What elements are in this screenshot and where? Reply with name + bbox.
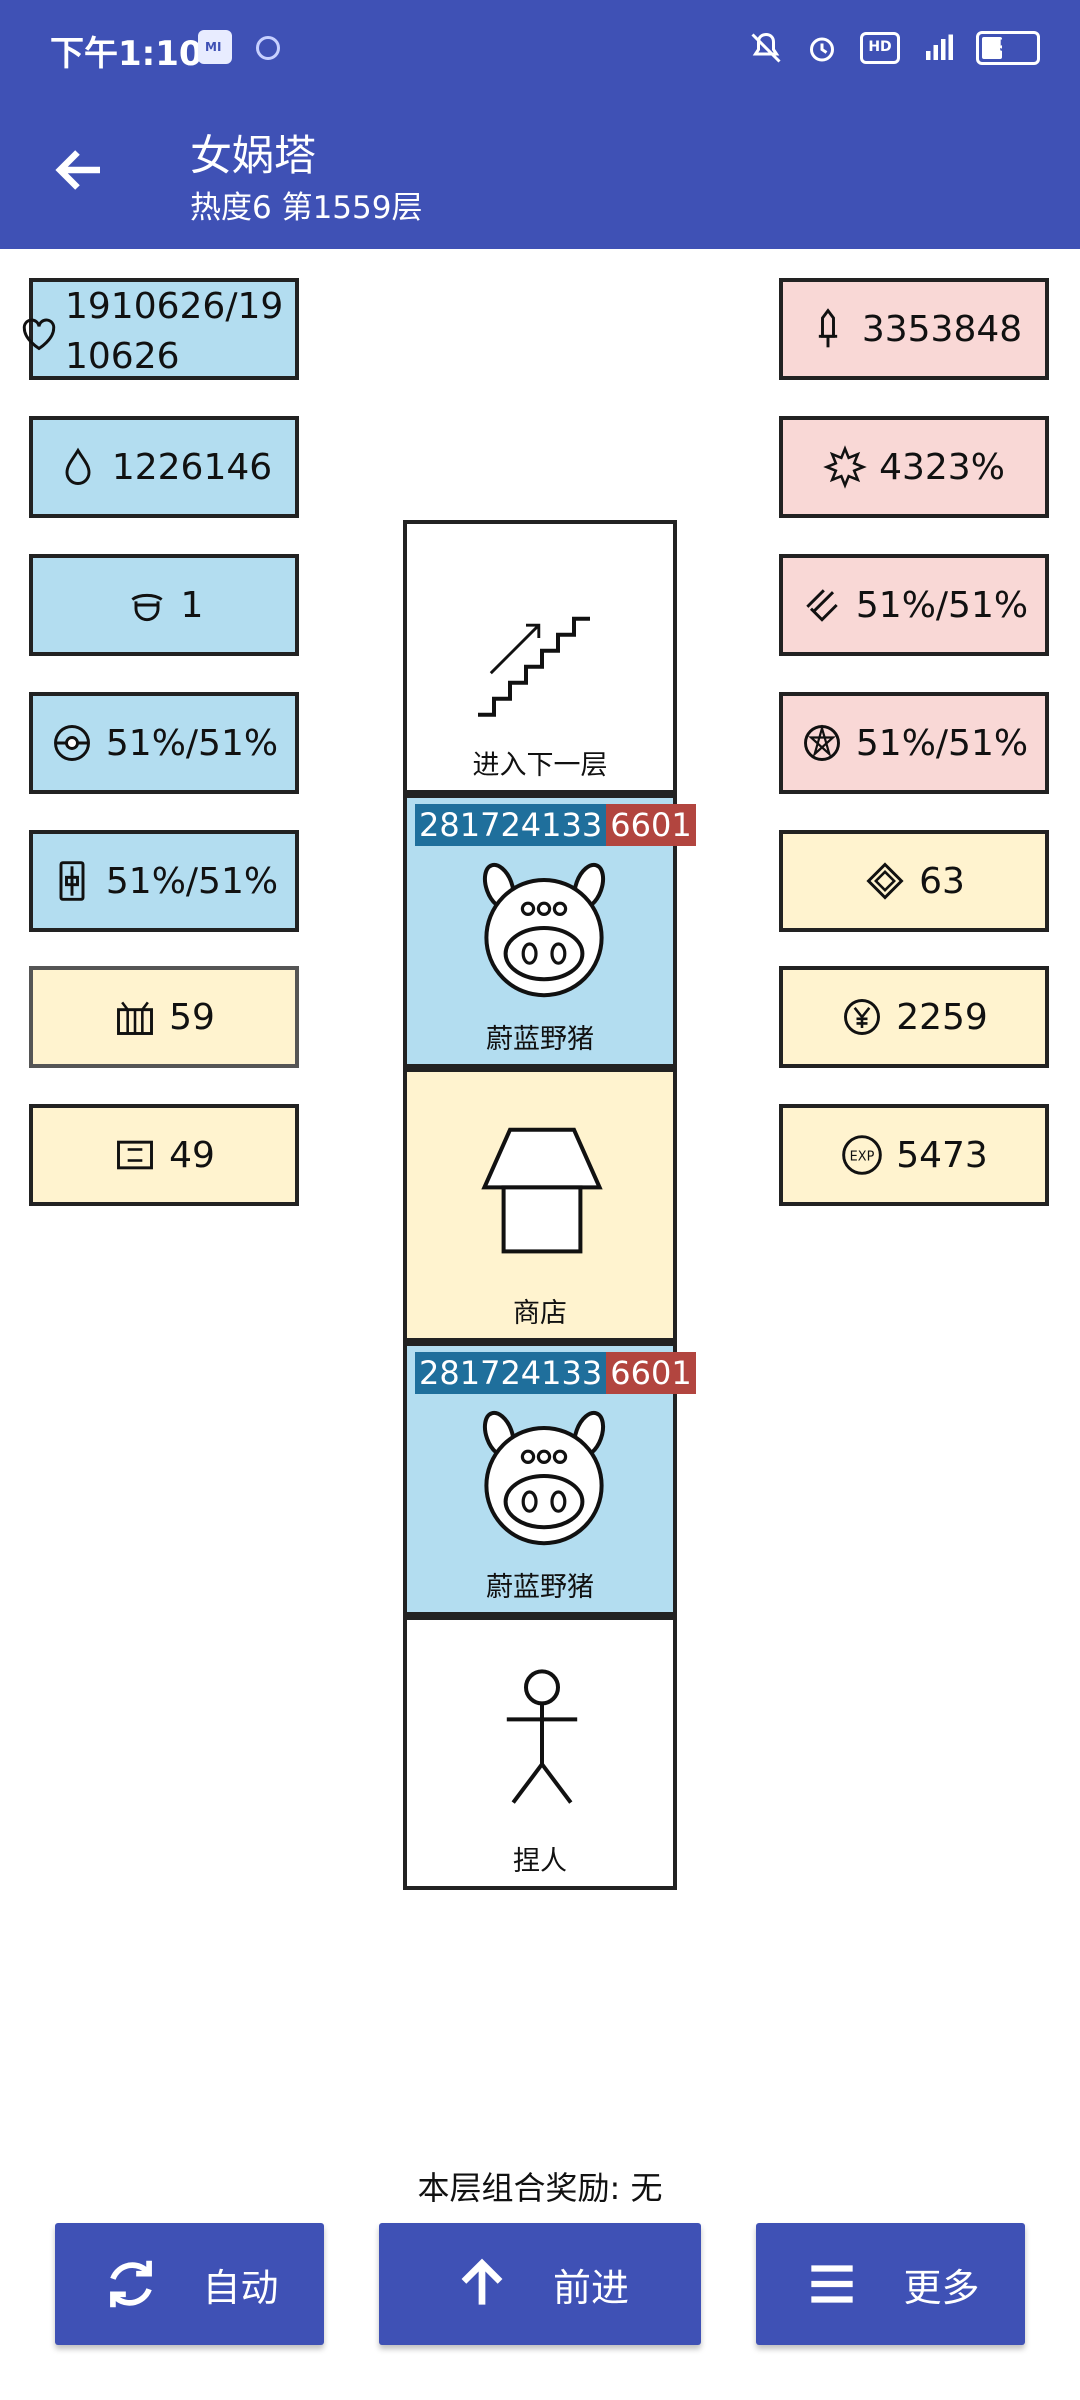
monster-cell[interactable]: 281724133 6601 蔚蓝野猪 [403, 1342, 696, 1616]
monster-hp-bar: 281724133 6601 [415, 1352, 696, 1394]
star-stat[interactable]: 51%/51% [779, 692, 1049, 794]
monster-cell[interactable]: 281724133 6601 蔚蓝野猪 [403, 794, 696, 1068]
hat-stat[interactable]: 1 [29, 554, 299, 656]
book-stat[interactable]: 49 [29, 1104, 299, 1206]
cell-label: 进入下一层 [472, 750, 608, 781]
hat-icon [131, 593, 163, 622]
stairs-cell[interactable]: 进入下一层 [403, 520, 677, 794]
orb-value: 51%/51% [105, 722, 279, 764]
slash-value: 51%/51% [855, 584, 1029, 626]
book-value: 49 [169, 1134, 215, 1176]
refresh-icon [110, 2260, 153, 2308]
heart-icon [22, 318, 56, 351]
player-cell[interactable]: 捏人 [403, 1616, 677, 1890]
combo-reward-text: 本层组合奖励: 无 [417, 2169, 663, 2207]
alarm-icon [810, 37, 834, 62]
cell-label: 捏人 [513, 1846, 567, 1877]
exp-stat[interactable]: EXP 5473 [779, 1104, 1049, 1206]
back-arrow-icon[interactable] [50, 140, 110, 200]
slash-stat[interactable]: 51%/51% [779, 554, 1049, 656]
hat-value: 1 [180, 584, 204, 626]
app-bar: 下午1:10 MI HD 5 女娲塔 热度6 第1559层 [0, 0, 1080, 249]
forward-button[interactable]: 前进 [379, 2223, 701, 2345]
sync-icon [256, 36, 280, 60]
gift-stat[interactable]: 59 [29, 966, 299, 1068]
monster-bar-right: 6601 [606, 1352, 696, 1394]
arrow-up-icon [461, 2258, 503, 2305]
monster-bar-left: 281724133 [415, 804, 607, 846]
mute-bell-icon [751, 32, 781, 63]
gift-value: 59 [169, 996, 215, 1038]
exp-icon: EXP [842, 1135, 882, 1175]
device-stat[interactable]: 51%/51% [29, 830, 299, 932]
hp-value: 1910626/1910626 [65, 286, 284, 377]
diamond-value: 63 [919, 860, 965, 902]
sword-icon [818, 308, 837, 348]
mana-value: 1226146 [111, 446, 273, 488]
diamond-icon [866, 862, 904, 900]
page-title: 女娲塔 [190, 131, 317, 180]
exp-value: 5473 [896, 1134, 988, 1176]
auto-button[interactable]: 自动 [55, 2223, 324, 2345]
cell-label: 蔚蓝野猪 [486, 1024, 594, 1055]
monster-bar-right: 6601 [606, 804, 696, 846]
yen-coin-icon [844, 999, 881, 1035]
monster-bar-left: 281724133 [415, 1352, 607, 1394]
yen-value: 2259 [896, 996, 988, 1038]
boar-icon [482, 1410, 606, 1546]
forward-label: 前进 [552, 2265, 629, 2310]
hd-icon: HD [860, 32, 900, 64]
cell-label: 蔚蓝野猪 [486, 1572, 594, 1603]
more-label: 更多 [903, 2265, 980, 2310]
battery-icon: 5 [976, 31, 1040, 65]
page-subtitle: 热度6 第1559层 [190, 190, 423, 226]
svg-text:EXP: EXP [850, 1150, 875, 1165]
cell-label: 商店 [513, 1298, 567, 1329]
device-value: 51%/51% [105, 860, 279, 902]
yen-stat[interactable]: 2259 [779, 966, 1049, 1068]
shop-cell[interactable]: 商店 [403, 1068, 677, 1342]
house-icon [481, 1127, 603, 1254]
pentagram-icon [803, 724, 840, 761]
burst-value: 4323% [879, 446, 1005, 488]
stick-figure-icon [506, 1669, 578, 1804]
stairs-icon [478, 616, 590, 717]
status-time: 下午1:10 [50, 34, 203, 74]
burst-star-icon [823, 445, 867, 489]
burst-stat[interactable]: 4323% [779, 416, 1049, 518]
mana-stat[interactable]: 1226146 [29, 416, 299, 518]
gift-box-icon [117, 1001, 154, 1035]
attack-stat[interactable]: 3353848 [779, 278, 1049, 380]
scroll-icon [117, 1140, 154, 1170]
orb-icon [53, 725, 90, 761]
hp-stat[interactable]: 1910626/1910626 [22, 278, 299, 380]
mi-notification-icon: MI [198, 30, 232, 64]
auto-label: 自动 [202, 2265, 279, 2310]
orb-stat[interactable]: 51%/51% [29, 692, 299, 794]
status-icons: HD 5 [748, 26, 1040, 70]
diamond-stat[interactable]: 63 [779, 830, 1049, 932]
slash-blade-icon [806, 589, 838, 622]
device-icon [59, 861, 85, 901]
signal-icon [926, 34, 953, 60]
star-value: 51%/51% [855, 722, 1029, 764]
boar-icon [482, 862, 606, 998]
attack-value: 3353848 [861, 308, 1023, 350]
droplet-icon [65, 447, 91, 485]
monster-hp-bar: 281724133 6601 [415, 804, 696, 846]
more-button[interactable]: 更多 [756, 2223, 1025, 2345]
menu-icon [811, 2265, 854, 2303]
